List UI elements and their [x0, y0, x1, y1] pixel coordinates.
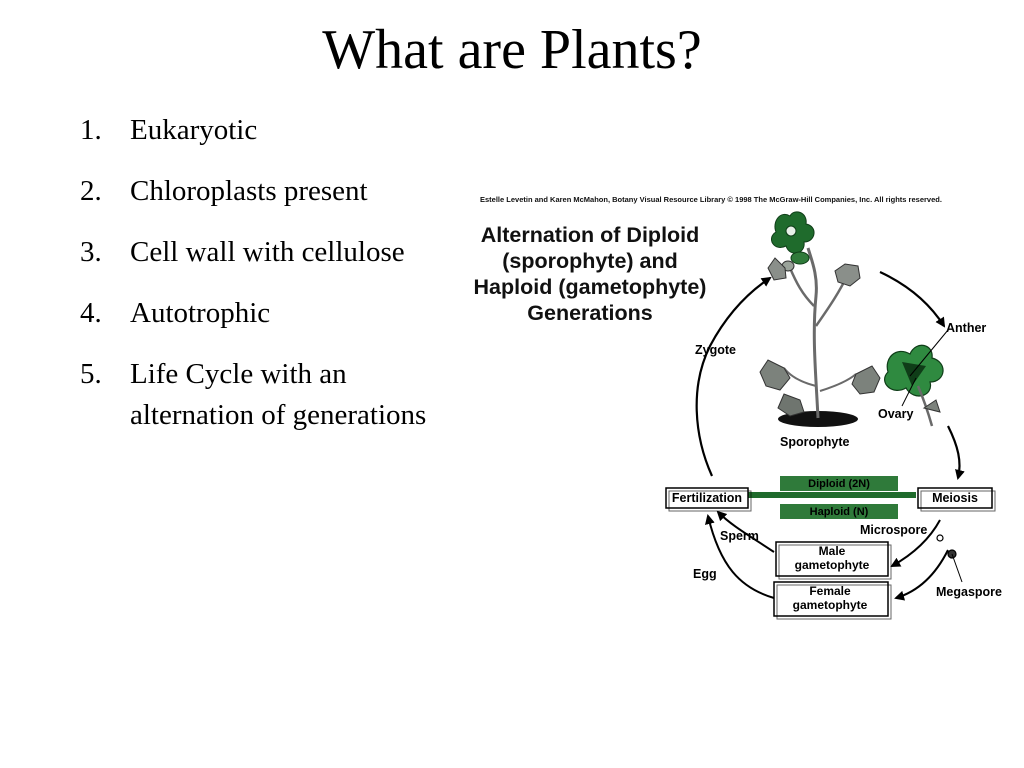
female-gametophyte-box [773, 581, 889, 617]
megaspore-label: Megaspore [936, 585, 1002, 599]
arrow-to-meiosis [947, 425, 965, 480]
list-item: 5. Life Cycle with an alternation of gene… [80, 354, 440, 436]
arrow-zygote-to-sporophyte [695, 276, 772, 477]
life-cycle-figure: Estelle Levetin and Karen McMahon, Botan… [440, 186, 1020, 626]
female-gametophyte-label-line-2: gametophyte [793, 598, 868, 612]
zygote-label: Zygote [695, 343, 736, 357]
fertilization-label: Fertilization [672, 491, 742, 505]
ovary-label: Ovary [878, 407, 913, 421]
figure-credit: Estelle Levetin and Karen McMahon, Botan… [480, 195, 942, 204]
male-gametophyte-box [775, 541, 889, 577]
item-number: 4. [80, 297, 102, 329]
item-number: 1. [80, 114, 102, 146]
fertilization-box [665, 487, 749, 509]
meiosis-label: Meiosis [932, 491, 978, 505]
item-text: Eukaryotic [130, 114, 258, 146]
sporophyte-plant-illustration [759, 211, 881, 427]
item-text: Autotrophic [130, 297, 271, 329]
generation-divider-band [746, 492, 916, 498]
list-item: 1. Eukaryotic [80, 110, 440, 151]
arrow-sperm [716, 510, 775, 553]
figure-heading-line-4: Generations [527, 301, 652, 325]
egg-label: Egg [693, 567, 717, 581]
arrow-megaspore [894, 549, 949, 601]
item-number: 5. [80, 358, 102, 390]
anther-pointer [909, 329, 949, 377]
figure-heading-line-1: Alternation of Diploid [481, 223, 700, 247]
list-item: 4. Autotrophic [80, 293, 440, 334]
microspore-label: Microspore [860, 523, 927, 537]
item-text: Chloroplasts present [130, 175, 368, 207]
ovary-pointer [901, 377, 917, 407]
male-gametophyte-label-line-2: gametophyte [795, 558, 870, 572]
haploid-band [780, 504, 898, 519]
meiosis-box [917, 487, 993, 509]
megaspore-dot [947, 549, 957, 559]
sporophyte-label: Sporophyte [780, 435, 849, 449]
female-gametophyte-label-line-1: Female [809, 584, 851, 598]
sperm-label: Sperm [720, 529, 759, 543]
microspore-dot [936, 534, 944, 542]
list-item: 2. Chloroplasts present [80, 171, 440, 212]
figure-heading-line-2: (sporophyte) and [502, 249, 678, 273]
item-number: 2. [80, 175, 102, 207]
arrow-to-anther [879, 271, 946, 328]
diploid-label: Diploid (2N) [808, 478, 870, 490]
list-item: 3. Cell wall with cellulose [80, 232, 440, 273]
life-cycle-diagram: Estelle Levetin and Karen McMahon, Botan… [474, 195, 1002, 620]
haploid-label: Haploid (N) [810, 506, 869, 518]
anther-label: Anther [946, 321, 986, 335]
male-gametophyte-label-line-1: Male [819, 544, 846, 558]
item-text: Cell wall with cellulose [130, 236, 405, 268]
item-number: 3. [80, 236, 102, 268]
bullet-list: 1. Eukaryotic 2. Chloroplasts present 3. Ce… [80, 110, 440, 456]
arrow-egg [705, 514, 775, 599]
megaspore-pointer [951, 553, 963, 583]
diploid-band [780, 476, 898, 491]
slide-title: What are Plants? [322, 19, 702, 81]
arrow-microspore [890, 519, 941, 567]
item-text: Life Cycle with an alternation of genera… [130, 358, 427, 431]
figure-heading-line-3: Haploid (gametophyte) [474, 275, 707, 299]
